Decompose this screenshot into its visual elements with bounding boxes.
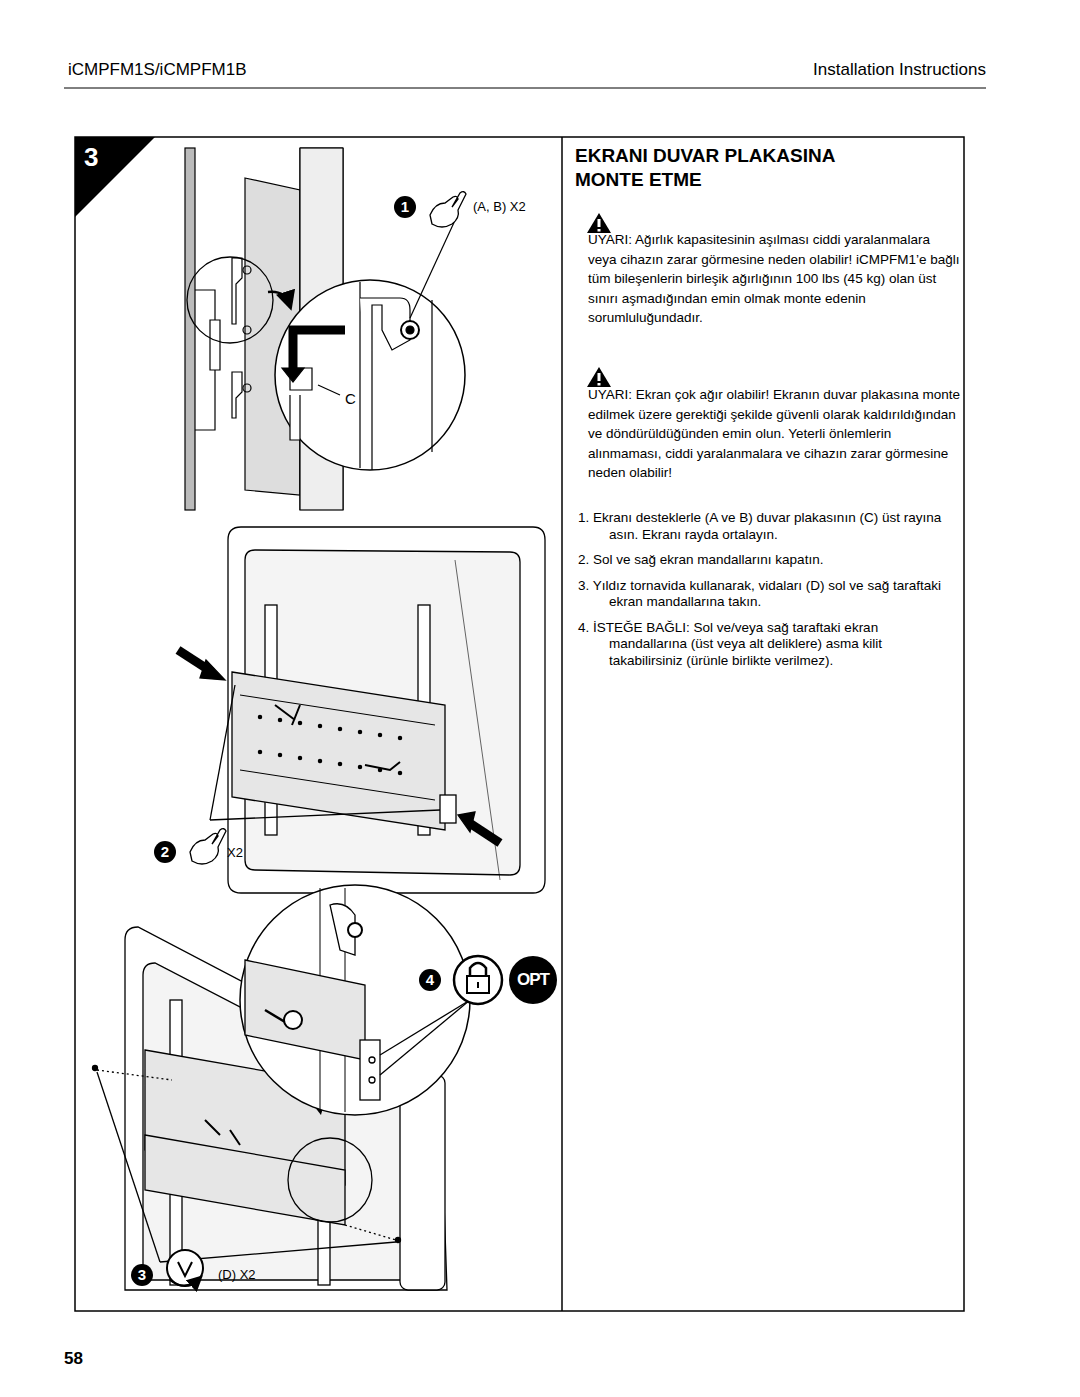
panel-heading: EKRANI DUVAR PLAKASINA MONTE ETME	[575, 144, 895, 192]
callout-number: 1	[394, 196, 416, 218]
part-label: (D) X2	[218, 1267, 288, 1282]
instruction-panel: EKRANI DUVAR PLAKASINA MONTE ETME UYARI: …	[563, 138, 963, 1310]
step-number: 3	[84, 142, 114, 173]
part-label: C	[345, 390, 365, 407]
header-title: Installation Instructions	[760, 60, 986, 80]
step-text: 2. Sol ve sağ ekran mandallarını kapatın…	[578, 552, 958, 569]
step-text: 4. İSTEĞE BAĞLI: Sol ve/veya sağ tarafta…	[578, 620, 958, 670]
callout-number: 2	[154, 841, 176, 863]
step-text: 3. Yıldız tornavida kullanarak, vidaları…	[578, 578, 958, 611]
header-model: iCMPFM1S/iCMPFM1B	[68, 60, 328, 80]
option-badge: OPT	[509, 956, 557, 1004]
warning-text: UYARI: Ağırlık kapasitesinin aşılması ci…	[588, 230, 960, 328]
quantity-label: X2	[227, 845, 267, 860]
step-text: 1. Ekranı desteklerle (A ve B) duvar pla…	[578, 510, 958, 543]
callout-number: 3	[131, 1264, 153, 1286]
part-label: (A, B) X2	[473, 199, 563, 214]
page-number: 58	[64, 1349, 104, 1369]
warning-text: UYARI: Ekran çok ağır olabilir! Ekranın …	[588, 385, 960, 483]
callout-number: 4	[419, 969, 441, 991]
